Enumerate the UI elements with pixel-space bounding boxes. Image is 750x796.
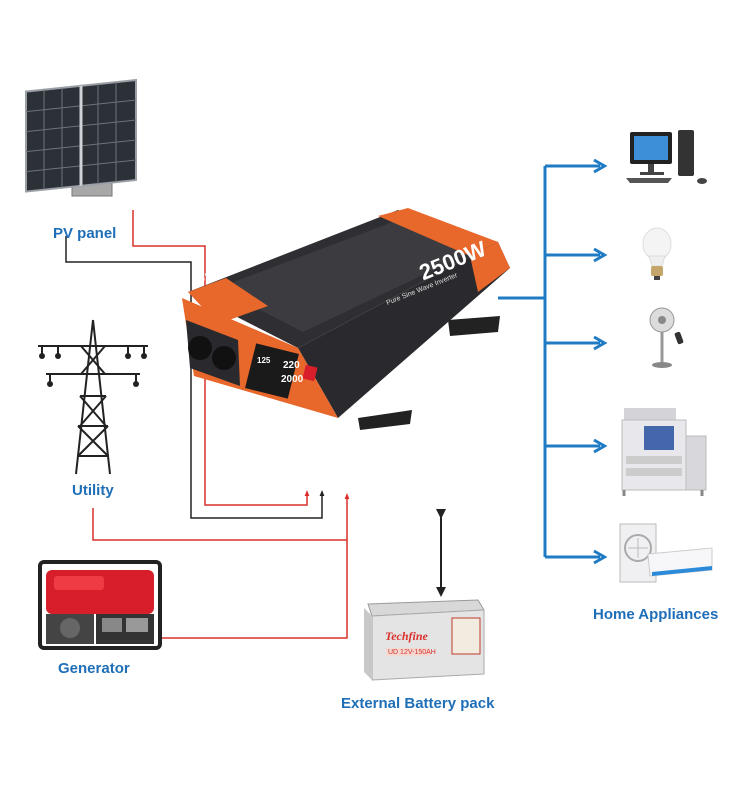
pv-black-wire (65, 236, 325, 519)
power-switch (302, 364, 318, 382)
battery-label: External Battery pack (341, 695, 495, 712)
inverter-foot (358, 410, 412, 430)
copier-icon (621, 408, 707, 496)
inverter-unit (182, 208, 510, 430)
display-top-value: 220 (283, 360, 300, 371)
lcd-display (245, 343, 299, 399)
generator-wire (162, 540, 348, 639)
light-bulb-icon (642, 227, 672, 280)
power-tower-icon (38, 319, 148, 475)
utility-label: Utility (72, 482, 114, 499)
utility-wire (92, 493, 350, 541)
ac-output-tree (498, 158, 608, 565)
solar-panel-icon (25, 78, 137, 197)
desktop-computer-icon (626, 130, 707, 184)
display-left-value: 125 (257, 356, 271, 365)
ac-socket-icon (188, 336, 212, 360)
display-bottom-value: 2000 (281, 374, 304, 385)
air-conditioner-icon (619, 523, 713, 583)
generator-label: Generator (58, 660, 130, 677)
battery-model: UD 12V-150AH (388, 649, 436, 656)
standing-fan-icon (649, 307, 684, 368)
battery-icon (364, 599, 485, 681)
generator-icon (38, 560, 162, 650)
ac-socket-icon (212, 346, 236, 370)
battery-brand: Techfine (385, 629, 428, 643)
pv-panel-label: PV panel (53, 225, 117, 242)
appliances-label: Home Appliances (593, 606, 719, 623)
